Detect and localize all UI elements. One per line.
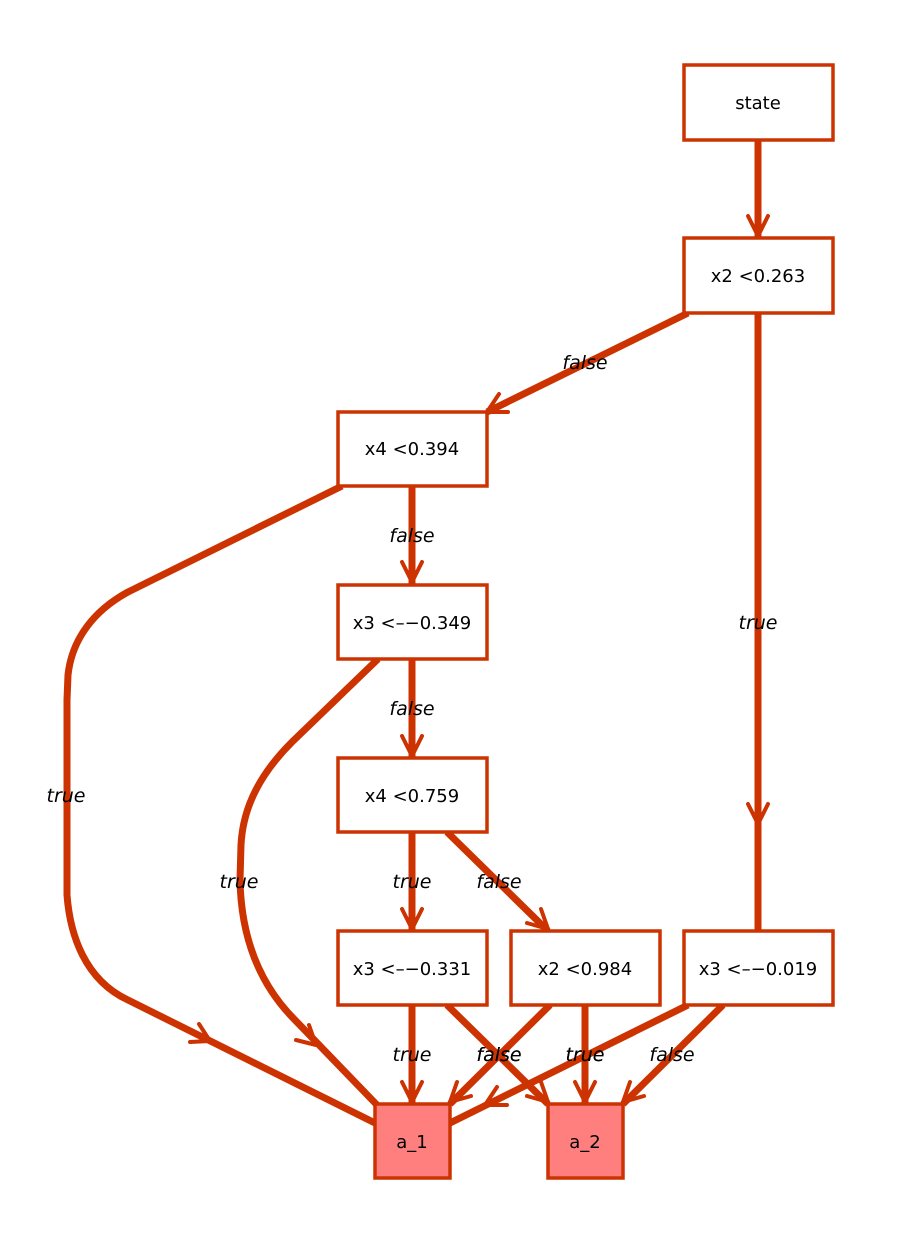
node-x2-0263-label: x2 <0.263: [711, 266, 805, 287]
leaf-a1-box: [373, 1102, 452, 1180]
node-x4-0759-box: [336, 756, 489, 834]
edge-x2-0984-to-a1: [447, 1002, 553, 1107]
node-x3-0331-box: [336, 929, 489, 1007]
edge-label-x3-0349-true: true: [220, 871, 259, 893]
edge-label-x4-0759-true: true: [393, 871, 432, 893]
leaf-a2-label: a_2: [569, 1132, 600, 1153]
edge-label-x3-0331-true: true: [393, 1044, 432, 1066]
arrowhead-x3-0331-to-a1: [400, 1080, 424, 1104]
node-x4-0759-label: x4 <0.759: [365, 786, 459, 807]
leaf-a2[interactable]: a_2: [546, 1102, 625, 1180]
node-x3-0349-label: x3 <–−0.349: [353, 613, 472, 634]
arrowhead-x3-0019-to-a2: [621, 1080, 646, 1104]
arrowhead-x2-0984-to-a2: [573, 1080, 597, 1104]
edge-labels: false true false true false true true fa…: [47, 352, 778, 1066]
edge-label-x2-0263-true: true: [739, 612, 778, 634]
arrowhead-x4-0394-to-x3-0349: [400, 560, 424, 584]
leaf-a1-label: a_1: [396, 1132, 427, 1153]
edge-x2-0263-to-x4-0394: [485, 309, 690, 416]
edge-x4-0394-to-a1: [63, 482, 377, 1127]
arrowhead-state-to-x2-0263: [746, 214, 770, 238]
node-state-label: state: [735, 93, 781, 114]
arrowhead-x4-0759-to-x2-0984: [525, 907, 550, 931]
edge-x3-0349-to-a1: [236, 656, 381, 1109]
edge-label-x2-0984-false: false: [476, 1044, 521, 1066]
node-x2-0263-box: [682, 236, 835, 315]
arrowhead-x4-0759-to-x3-0331: [400, 907, 424, 931]
node-x4-0394[interactable]: x4 <0.394: [336, 410, 489, 488]
node-x4-0394-label: x4 <0.394: [365, 439, 459, 460]
edge-x3-0019-to-a2: [620, 1002, 726, 1107]
edge-label-x4-0394-false: false: [389, 525, 434, 547]
edge-label-x4-0759-false: false: [476, 871, 521, 893]
node-state-box: [682, 63, 835, 142]
edge-label-x3-0349-false: false: [389, 698, 434, 720]
arrowhead-x4-0394-to-a1: [188, 1022, 212, 1044]
arrowhead-x3-0019-to-a1: [483, 1085, 509, 1107]
edge-label-x3-0331-false: false: [476, 1044, 521, 1066]
arrowhead-x2-0984-to-a1: [448, 1080, 473, 1104]
leaf-a1[interactable]: a_1: [373, 1102, 452, 1180]
edge-label-x4-0394-true: true: [47, 785, 86, 807]
node-x3-0019-box: [682, 929, 835, 1007]
arrowhead-x3-0331-to-a2: [525, 1080, 550, 1104]
node-x2-0984-label: x2 <0.984: [538, 959, 632, 980]
node-state[interactable]: state: [682, 63, 835, 142]
node-x2-0984[interactable]: x2 <0.984: [509, 929, 662, 1007]
node-x3-0331-label: x3 <–−0.331: [353, 959, 472, 980]
node-x4-0759[interactable]: x4 <0.759: [336, 756, 489, 834]
edge-label-x3-0019-true: true: [566, 1044, 605, 1066]
node-x3-0019-label: x3 <–−0.019: [699, 959, 818, 980]
edge-label-x3-0019-false: false: [649, 1044, 694, 1066]
node-x3-0019[interactable]: x3 <–−0.019: [682, 929, 835, 1007]
arrowhead-x3-0349-to-a1: [294, 1023, 318, 1047]
node-x3-0349-box: [336, 583, 489, 661]
arrowhead-x2-0263-to-x3-0019: [746, 802, 770, 826]
node-x3-0331[interactable]: x3 <–−0.331: [336, 929, 489, 1007]
node-x2-0263[interactable]: x2 <0.263: [682, 236, 835, 315]
node-x2-0984-box: [509, 929, 662, 1007]
node-x4-0394-box: [336, 410, 489, 488]
leaf-a2-box: [546, 1102, 625, 1180]
edge-x4-0759-to-x2-0984: [444, 829, 551, 934]
arrowhead-x3-0349-to-x4-0759: [400, 734, 424, 758]
edge-label-x2-0984-true: true: [566, 1044, 605, 1066]
edge-label-x2-0263-false: false: [562, 352, 607, 374]
node-x3-0349[interactable]: x3 <–−0.349: [336, 583, 489, 661]
